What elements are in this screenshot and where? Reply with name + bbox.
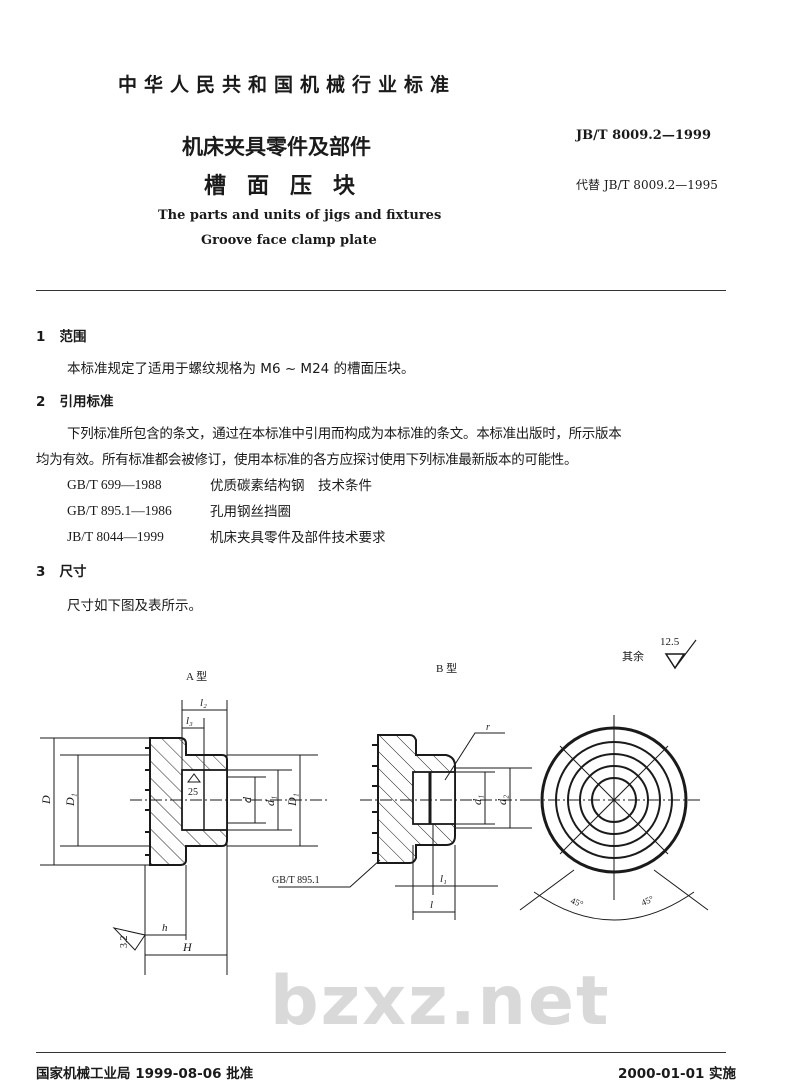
dim-b-d2: d₂ xyxy=(495,795,509,805)
section-1-text: 本标准规定了适用于螺纹规格为 M6 ~ M24 的槽面压块。 xyxy=(67,361,415,377)
section-2-text-line2: 均为有效。所有标准都会被修订，使用本标准的各方应探讨使用下列标准最新版本的可能性… xyxy=(36,452,578,468)
dim-l3: l₃ xyxy=(186,715,193,727)
watermark: bzxz.net xyxy=(270,962,611,1041)
bore-roughness-value: 25 xyxy=(188,787,198,798)
implementation-date: 2000-01-01 实施 xyxy=(618,1066,737,1082)
remaining-roughness-value: 12.5 xyxy=(660,636,680,648)
reference-item: GB/T 699—1988 xyxy=(67,477,162,492)
ministry-heading: 中华人民共和国机械行业标准 xyxy=(118,74,457,96)
section-2-heading: 2 引用标准 xyxy=(36,394,114,410)
dim-d: d xyxy=(240,796,254,803)
dim-H: H xyxy=(182,940,193,954)
section-1-heading: 1 范围 xyxy=(36,329,87,345)
title-cn-line1: 机床夹具零件及部件 xyxy=(182,135,371,159)
title-en-line1: The parts and units of jigs and fixtures xyxy=(158,208,442,223)
reference-title: 孔用钢丝挡圈 xyxy=(210,504,291,520)
reference-title: 机床夹具零件及部件技术要求 xyxy=(210,530,386,546)
dim-d1: d₁ xyxy=(263,796,277,806)
dim-r: r xyxy=(486,722,490,733)
dim-h: h xyxy=(162,922,168,934)
reference-item: JB/T 8044—1999 xyxy=(67,529,164,544)
dim-l2: l₂ xyxy=(200,697,207,709)
title-en-line2: Groove face clamp plate xyxy=(201,233,377,248)
replaces-standard: 代替 JB/T 8009.2—1995 xyxy=(576,178,718,192)
remaining-label: 其余 xyxy=(622,649,644,663)
type-b-label: B 型 xyxy=(436,661,457,675)
type-a-section-view xyxy=(40,700,330,975)
approval-line: 国家机械工业局 1999-08-06 批准 xyxy=(36,1066,254,1082)
dim-D1-left: D₁ xyxy=(63,793,77,807)
title-cn-line2: 槽面压块 xyxy=(204,174,377,199)
reference-title: 优质碳素结构钢 技术条件 xyxy=(210,478,372,494)
header-divider xyxy=(36,290,726,291)
type-b-section-view xyxy=(278,732,532,920)
dim-l: l xyxy=(430,899,433,911)
angle-left-label: 45° xyxy=(569,895,585,909)
section-2-text-line1: 下列标准所包含的条文，通过在本标准中引用而构成为本标准的条文。本标准出版时，所示… xyxy=(67,426,622,442)
dim-D: D xyxy=(39,795,53,805)
end-view xyxy=(519,715,709,921)
dim-b-d1: d₁ xyxy=(470,795,484,805)
retaining-ring-label: GB/T 895.1 xyxy=(272,875,320,886)
type-a-label: A 型 xyxy=(186,669,207,683)
angle-right-label: 45° xyxy=(640,893,656,908)
section-3-text: 尺寸如下图及表所示。 xyxy=(67,598,202,614)
footer-divider xyxy=(36,1052,726,1053)
surface-roughness-symbol xyxy=(664,639,697,670)
reference-item: GB/T 895.1—1986 xyxy=(67,503,172,518)
dim-D1-right: D₁ xyxy=(285,793,299,807)
face-roughness-value: 3.2 xyxy=(119,936,130,949)
dim-l1: l₁ xyxy=(440,873,447,885)
section-3-heading: 3 尺寸 xyxy=(36,564,87,580)
standard-number: JB/T 8009.2—1999 xyxy=(576,128,712,143)
